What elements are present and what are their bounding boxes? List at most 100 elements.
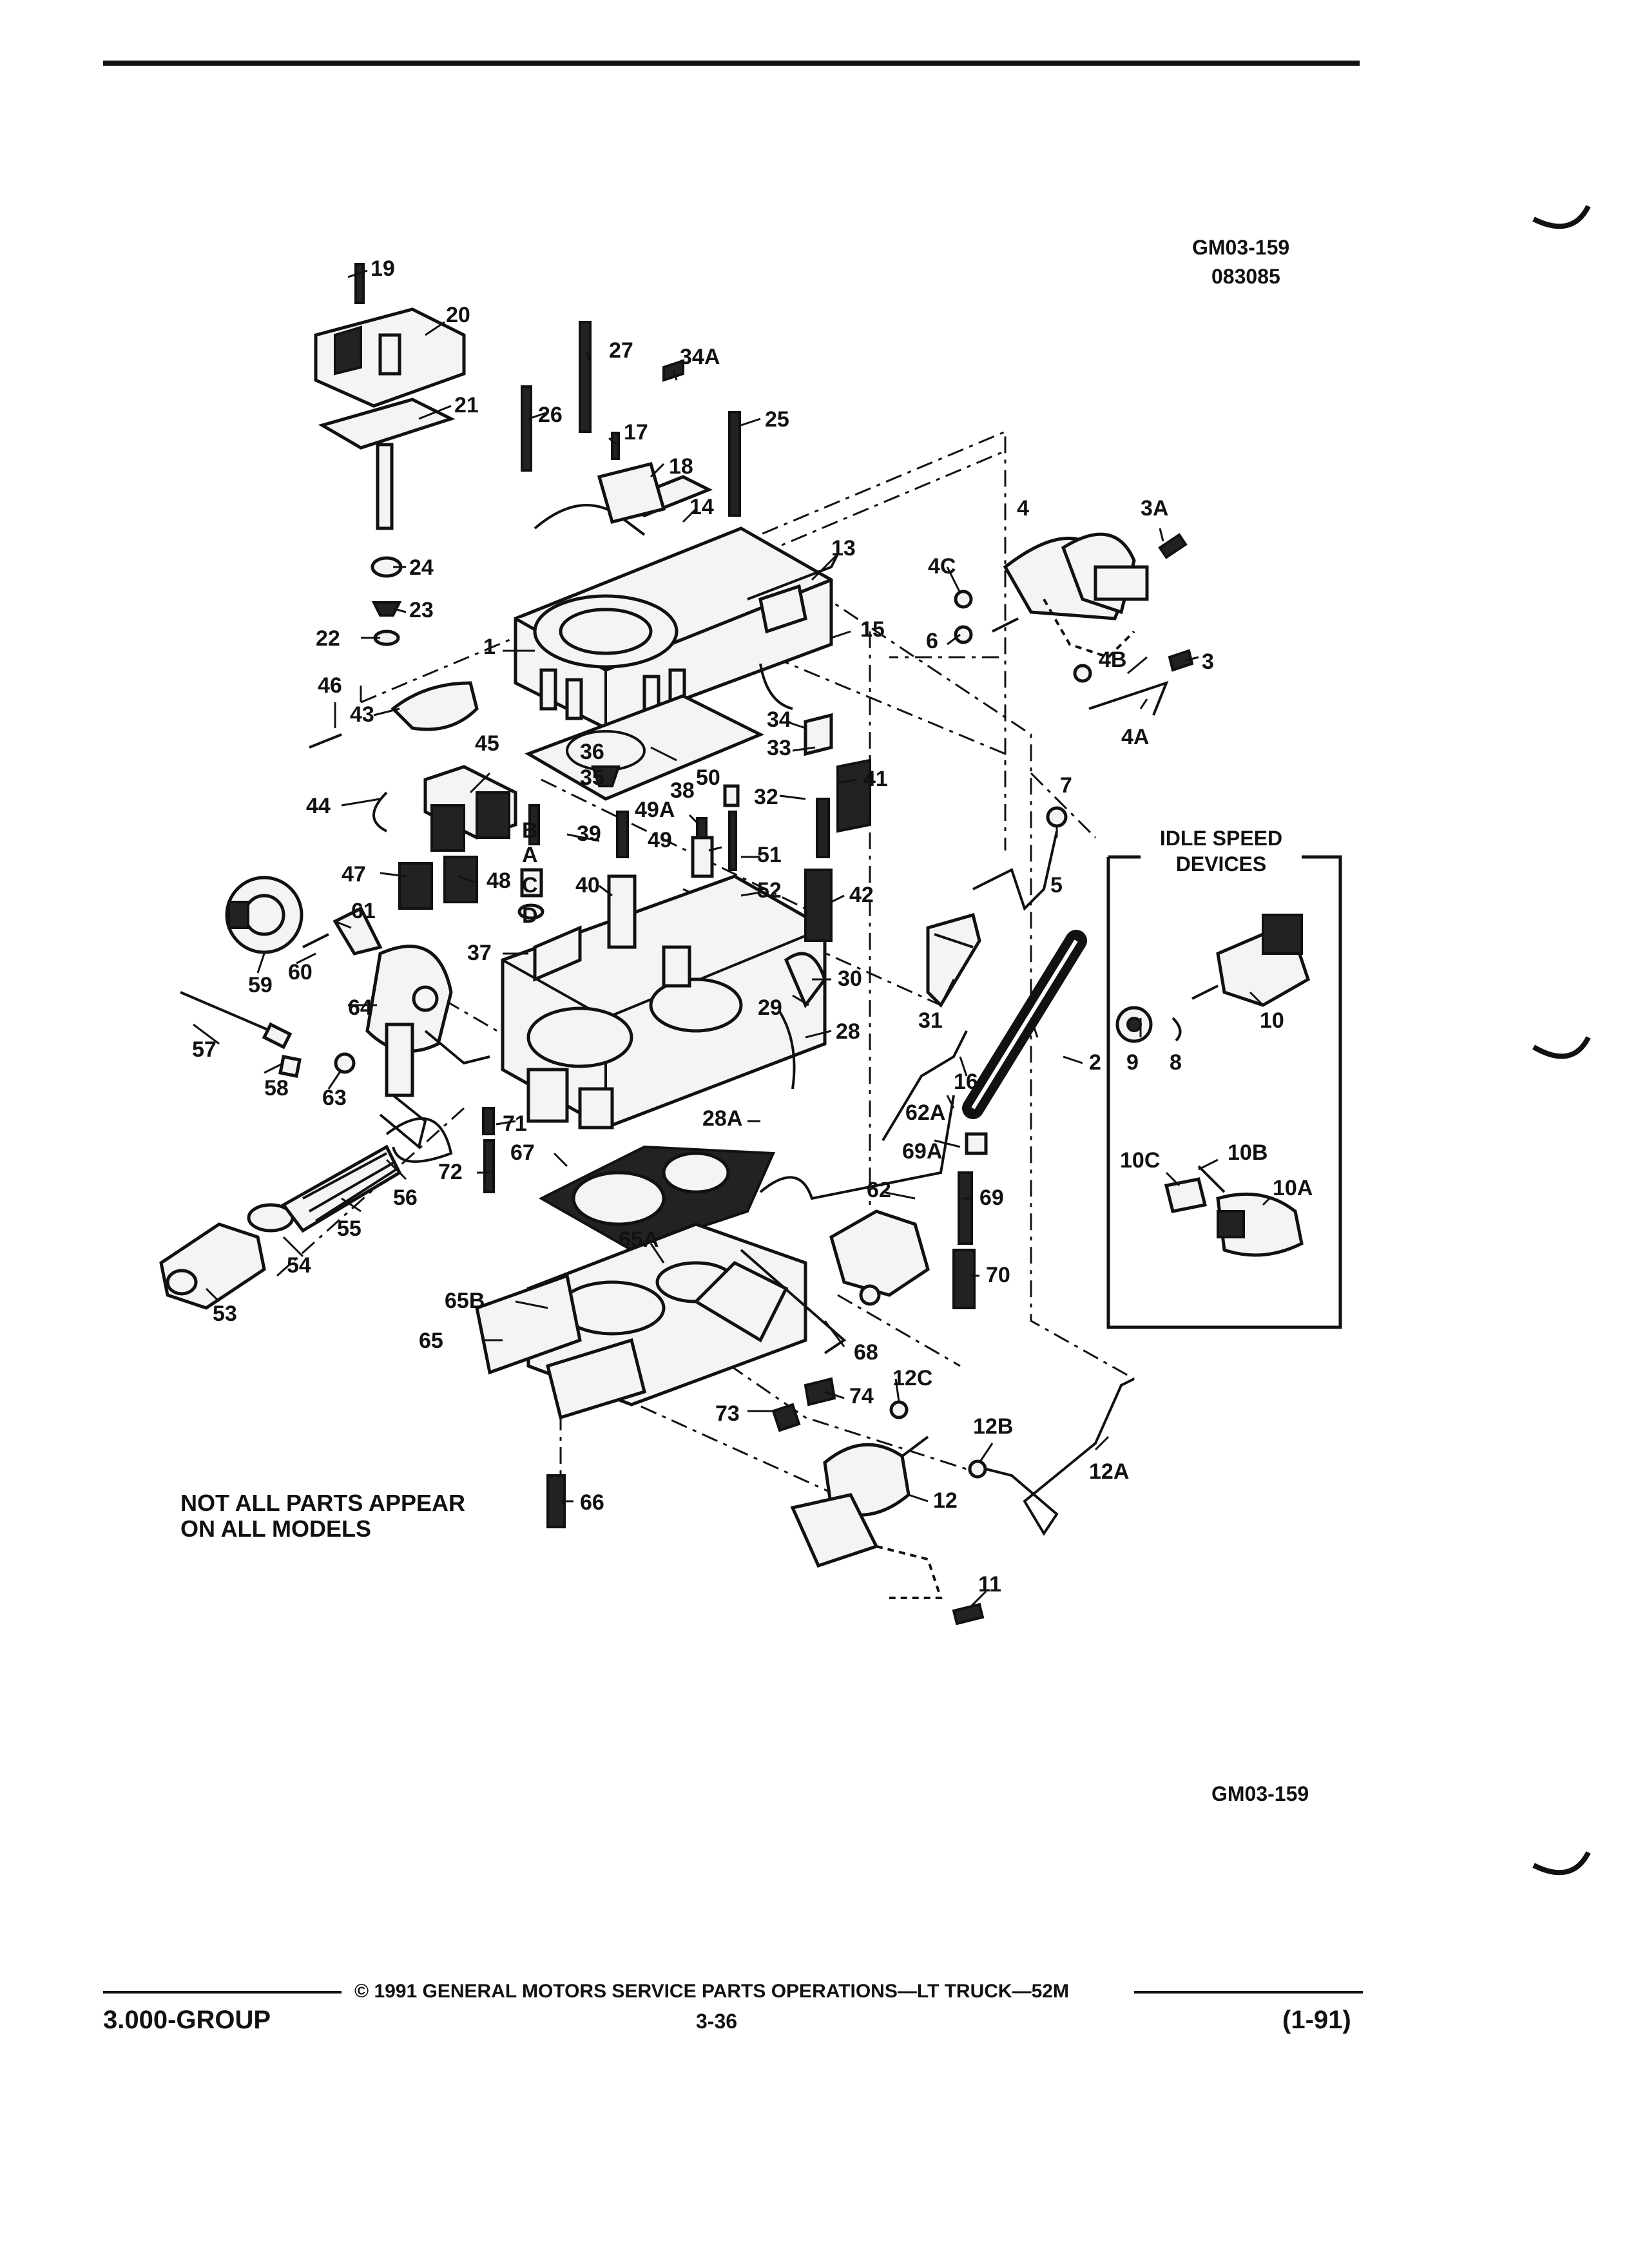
choke-parts: [309, 263, 517, 910]
callout-label: 46: [318, 673, 342, 698]
callout-label: 18: [669, 454, 693, 479]
callout-label: 69: [979, 1186, 1004, 1210]
figure-id: GM03-159: [1211, 1782, 1309, 1805]
callout-label: 68: [854, 1340, 878, 1365]
callout-label: 52: [757, 878, 782, 903]
callout-label: D: [522, 903, 538, 928]
callout-label: 12A: [1089, 1459, 1129, 1484]
callout-label: 66: [580, 1490, 604, 1515]
air-horn-assembly: [514, 475, 833, 730]
callout-label: 25: [765, 407, 789, 432]
callout-label: 74: [849, 1384, 874, 1408]
callout-label: 35: [580, 765, 604, 790]
left-components: [180, 876, 490, 1097]
callout-label: 63: [322, 1086, 347, 1110]
callout-label: A: [522, 843, 538, 867]
spring: [958, 1171, 973, 1245]
callout-label: 57: [192, 1037, 217, 1062]
callout-label: 4B: [1099, 648, 1126, 672]
callout-label: 16: [954, 1070, 978, 1094]
header-code: GM03-159: [1192, 236, 1289, 259]
top-screws: [521, 321, 741, 524]
callout-label: 45: [475, 731, 499, 756]
callout-label: 10B: [1228, 1140, 1268, 1165]
callout-label: 4C: [928, 554, 956, 579]
footer-copyright: © 1991 GENERAL MOTORS SERVICE PARTS OPER…: [354, 1981, 1069, 2002]
cap: [965, 1132, 988, 1155]
callout-label: 14: [689, 495, 714, 519]
footer-page: 3-36: [696, 2010, 737, 2033]
callout-label: 38: [670, 778, 695, 803]
callout-label: 55: [337, 1216, 361, 1241]
callout-label: C: [522, 873, 538, 898]
callout-label: 54: [287, 1253, 311, 1278]
callout-label: 12B: [973, 1414, 1013, 1439]
callout-label: 61: [351, 899, 376, 923]
footer-rule-left: [103, 1991, 342, 1994]
callout-label: 4: [1017, 496, 1029, 521]
callout-label: 32: [754, 785, 778, 809]
callout-label: 53: [213, 1302, 237, 1326]
scan-mark: [1532, 1851, 1591, 1876]
lower-vacuum-break: [771, 1377, 1135, 1626]
callout-label: 69A: [902, 1139, 942, 1164]
footer-date: (1-91): [1282, 2006, 1351, 2034]
callout-label: 31: [918, 1008, 943, 1033]
callout-label: 42: [849, 883, 874, 907]
top-rule: [103, 61, 1360, 66]
callout-label: 50: [696, 765, 720, 790]
callout-label: 41: [863, 767, 888, 791]
link-rod: [972, 831, 1058, 911]
callout-label: 44: [306, 794, 331, 818]
scan-mark: [1532, 205, 1591, 229]
callout-label: 3A: [1141, 496, 1168, 521]
callout-label: 3: [1202, 649, 1214, 674]
callout-label: 43: [350, 702, 374, 727]
fuel-inlet-fittings: [159, 1094, 453, 1310]
callout-label: 65A: [619, 1227, 659, 1252]
callout-label: 40: [575, 873, 600, 898]
models-note-line2: ON ALL MODELS: [180, 1515, 371, 1542]
callout-label: 22: [316, 626, 340, 651]
callout-label: 49: [648, 828, 672, 852]
callout-label: 51: [757, 843, 782, 867]
callout-label: 13: [831, 536, 856, 561]
callout-label: 27: [609, 338, 633, 363]
callout-label: 10C: [1120, 1148, 1160, 1173]
callout-label: 65B: [445, 1289, 485, 1313]
callout-label: 6: [926, 629, 938, 653]
callout-label: 20: [446, 303, 470, 327]
footer-group: 3.000-GROUP: [103, 2006, 271, 2034]
callout-label: 28A: [702, 1106, 742, 1131]
callout-label: 37: [467, 941, 492, 965]
callout-label: 1: [483, 635, 496, 659]
callout-label: 33: [767, 736, 791, 760]
callout-label: 60: [288, 960, 313, 985]
idle-speed-box: [1106, 855, 1342, 1329]
callout-label: B: [522, 818, 538, 843]
callout-labels: 19 20 21 24 23 22 46 43 44 45 47 48 27 2…: [192, 256, 1313, 1597]
models-note-line1: NOT ALL PARTS APPEAR: [180, 1490, 465, 1516]
callout-label: 12: [933, 1488, 958, 1513]
callout-label: 12C: [892, 1366, 932, 1390]
callout-label: 19: [371, 256, 395, 281]
callout-label: 30: [838, 966, 862, 991]
idle-speed-title: IDLE SPEED: [1160, 827, 1282, 850]
callout-label: 21: [454, 393, 479, 418]
callout-label: 65: [419, 1329, 443, 1353]
idle-speed-subtitle: DEVICES: [1176, 852, 1266, 876]
callout-label: 10: [1260, 1008, 1284, 1033]
callout-label: 62A: [905, 1100, 945, 1125]
callout-label: 11: [978, 1572, 1001, 1597]
callout-label: 71: [503, 1111, 527, 1136]
callout-label: 36: [580, 740, 604, 764]
callout-label: 64: [348, 995, 372, 1020]
callout-label: 15: [860, 617, 885, 642]
hose-highlight: [971, 939, 1078, 1110]
callout-label: 72: [438, 1160, 463, 1184]
callout-label: 73: [715, 1401, 740, 1426]
callout-label: 7: [1060, 773, 1072, 798]
callout-label: 48: [487, 869, 511, 893]
callout-label: 67: [510, 1140, 535, 1165]
